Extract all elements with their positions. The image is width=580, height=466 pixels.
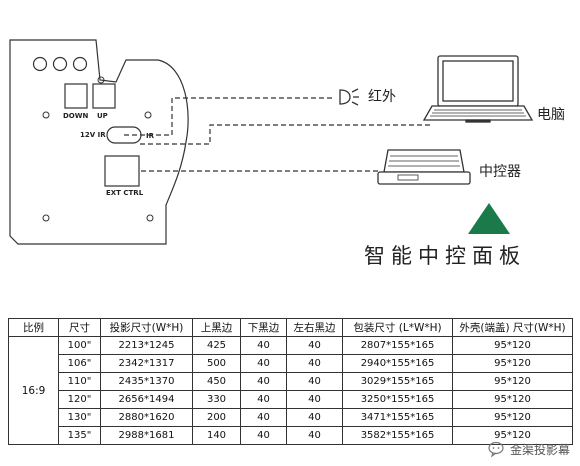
table-cell: 95*120 (452, 390, 573, 409)
table-row: 135" 2988*1681 140 40 40 3582*155*165 95… (9, 426, 573, 445)
table-cell: 120" (58, 390, 101, 409)
knob (72, 56, 88, 72)
table-cell: 40 (240, 354, 287, 373)
table-cell: 140 (192, 426, 241, 445)
table-cell: 40 (240, 390, 287, 409)
table-cell: 95*120 (452, 408, 573, 427)
ratio-cell: 16:9 (8, 336, 59, 445)
knob (52, 56, 68, 72)
table-cell: 200 (192, 408, 241, 427)
laptop-icon (422, 55, 534, 123)
ir-label: IR (146, 132, 154, 140)
ir-12v-label: 12V IR (80, 131, 106, 139)
ir-signal-line (124, 97, 334, 136)
ext-ctrl-label: EXT CTRL (106, 189, 144, 197)
table-cell: 3471*155*165 (342, 408, 453, 427)
table-cell: 2988*1681 (100, 426, 193, 445)
down-label: DOWN (63, 112, 89, 120)
table-cell: 100" (58, 336, 101, 355)
table-row: 16:9 100" 2213*1245 425 40 40 2807*155*1… (8, 336, 573, 445)
table-cell: 2880*1620 (100, 408, 193, 427)
panel-caption: 智能中控面板 (364, 244, 526, 268)
table-cell: 40 (286, 390, 343, 409)
table-cell: 95*120 (452, 372, 573, 391)
wiring-diagram: DOWN UP 12V IR IR EXT CTRL 红外 电脑 中控器 智能中… (9, 39, 565, 268)
watermark-text: 金渠投影幕 (509, 442, 570, 457)
infrared-emitter-icon (339, 88, 359, 106)
mount-hole (97, 76, 105, 84)
table-cell: 130" (58, 408, 101, 427)
down-button (64, 83, 88, 109)
header-case-size: 外壳(端盖) 尺寸(W*H) (452, 318, 573, 337)
table-cell: 2342*1317 (100, 354, 193, 373)
table-cell: 95*120 (452, 336, 573, 355)
controller-label: 中控器 (479, 164, 521, 180)
table-cell: 40 (240, 372, 287, 391)
table-cell: 2940*155*165 (342, 354, 453, 373)
computer-link-line (140, 124, 432, 145)
header-ratio: 比例 (8, 318, 59, 337)
table-cell: 40 (286, 354, 343, 373)
computer-label: 电脑 (537, 107, 565, 123)
infrared-label: 红外 (368, 89, 396, 105)
up-label: UP (97, 112, 108, 120)
control-panel-board (9, 39, 189, 245)
table-cell: 425 (192, 336, 241, 355)
mount-hole (144, 111, 152, 119)
table-cell: 110" (58, 372, 101, 391)
ext-ctrl-socket (104, 155, 140, 187)
header-top-border: 上黑边 (192, 318, 241, 337)
table-cell: 2656*1494 (100, 390, 193, 409)
table-cell: 40 (240, 336, 287, 355)
table-cell: 40 (286, 372, 343, 391)
table-cell: 95*120 (452, 426, 573, 445)
table-row: 130" 2880*1620 200 40 40 3471*155*165 95… (9, 408, 573, 427)
table-cell: 3582*155*165 (342, 426, 453, 445)
chat-bubble-icon (488, 441, 504, 458)
table-cell: 3029*155*165 (342, 372, 453, 391)
table-cell: 40 (286, 336, 343, 355)
triangle-marker-icon (468, 203, 510, 234)
header-bottom-border: 下黑边 (240, 318, 287, 337)
spec-table: 比例 尺寸 投影尺寸(W*H) 上黑边 下黑边 左右黑边 包装尺寸 (L*W*H… (8, 318, 573, 445)
table-cell: 40 (286, 426, 343, 445)
mount-hole (42, 111, 50, 119)
header-projection-size: 投影尺寸(W*H) (100, 318, 193, 337)
table-header-row: 比例 尺寸 投影尺寸(W*H) 上黑边 下黑边 左右黑边 包装尺寸 (L*W*H… (8, 318, 573, 337)
watermark: 金渠投影幕 (488, 440, 570, 458)
table-cell: 2213*1245 (100, 336, 193, 355)
table-cell: 2435*1370 (100, 372, 193, 391)
table-cell: 95*120 (452, 354, 573, 373)
wiring-diagram-graphics (9, 39, 534, 245)
mount-hole (146, 214, 154, 222)
table-row: 106" 2342*1317 500 40 40 2940*155*165 95… (9, 354, 573, 373)
table-cell: 40 (286, 408, 343, 427)
table-row: 110" 2435*1370 450 40 40 3029*155*165 95… (9, 372, 573, 391)
table-cell: 330 (192, 390, 241, 409)
table-cell: 450 (192, 372, 241, 391)
table-cell: 135" (58, 426, 101, 445)
table-cell: 2807*155*165 (342, 336, 453, 355)
header-package-size: 包装尺寸 (L*W*H) (342, 318, 453, 337)
knob (32, 56, 48, 72)
table-row: 120" 2656*1494 330 40 40 3250*155*165 95… (9, 390, 573, 409)
up-button (92, 83, 116, 109)
table-cell: 500 (192, 354, 241, 373)
central-controller-icon (377, 149, 471, 185)
table-cell: 40 (240, 426, 287, 445)
header-side-border: 左右黑边 (286, 318, 343, 337)
table-cell: 3250*155*165 (342, 390, 453, 409)
header-size: 尺寸 (58, 318, 101, 337)
mount-hole (42, 214, 50, 222)
table-cell: 40 (240, 408, 287, 427)
table-cell: 106" (58, 354, 101, 373)
